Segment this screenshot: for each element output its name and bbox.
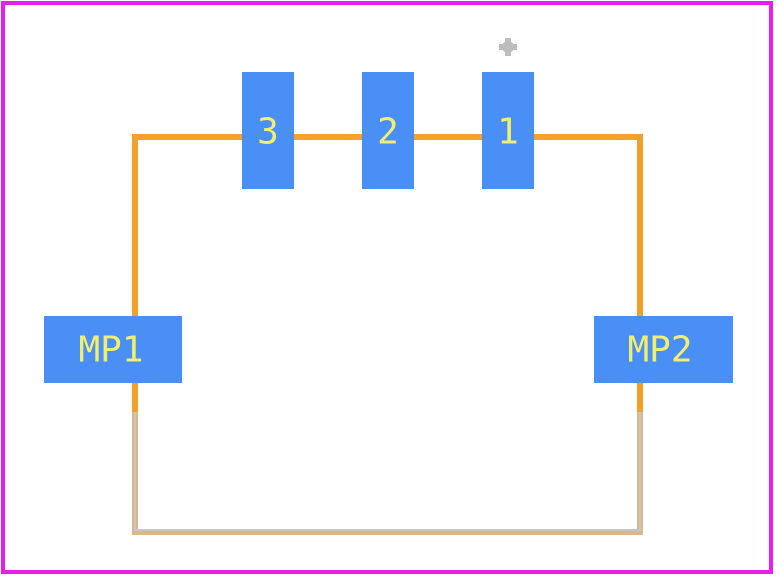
pad-label: MP2	[627, 330, 692, 371]
pin1-marker-icon	[499, 38, 517, 56]
pad-mp1[interactable]: MP1	[44, 316, 182, 383]
pad-label: 1	[497, 112, 519, 153]
pad-label: 2	[377, 112, 399, 153]
pad-label: MP1	[78, 330, 143, 371]
fab-outline-inner	[134, 412, 641, 531]
pad-mp2[interactable]: MP2	[594, 316, 733, 383]
pad-2[interactable]: 2	[362, 72, 414, 189]
pad-1[interactable]: 1	[482, 72, 534, 189]
fab-outline	[132, 412, 643, 535]
pad-3[interactable]: 3	[242, 72, 294, 189]
pad-label: 3	[257, 112, 279, 153]
